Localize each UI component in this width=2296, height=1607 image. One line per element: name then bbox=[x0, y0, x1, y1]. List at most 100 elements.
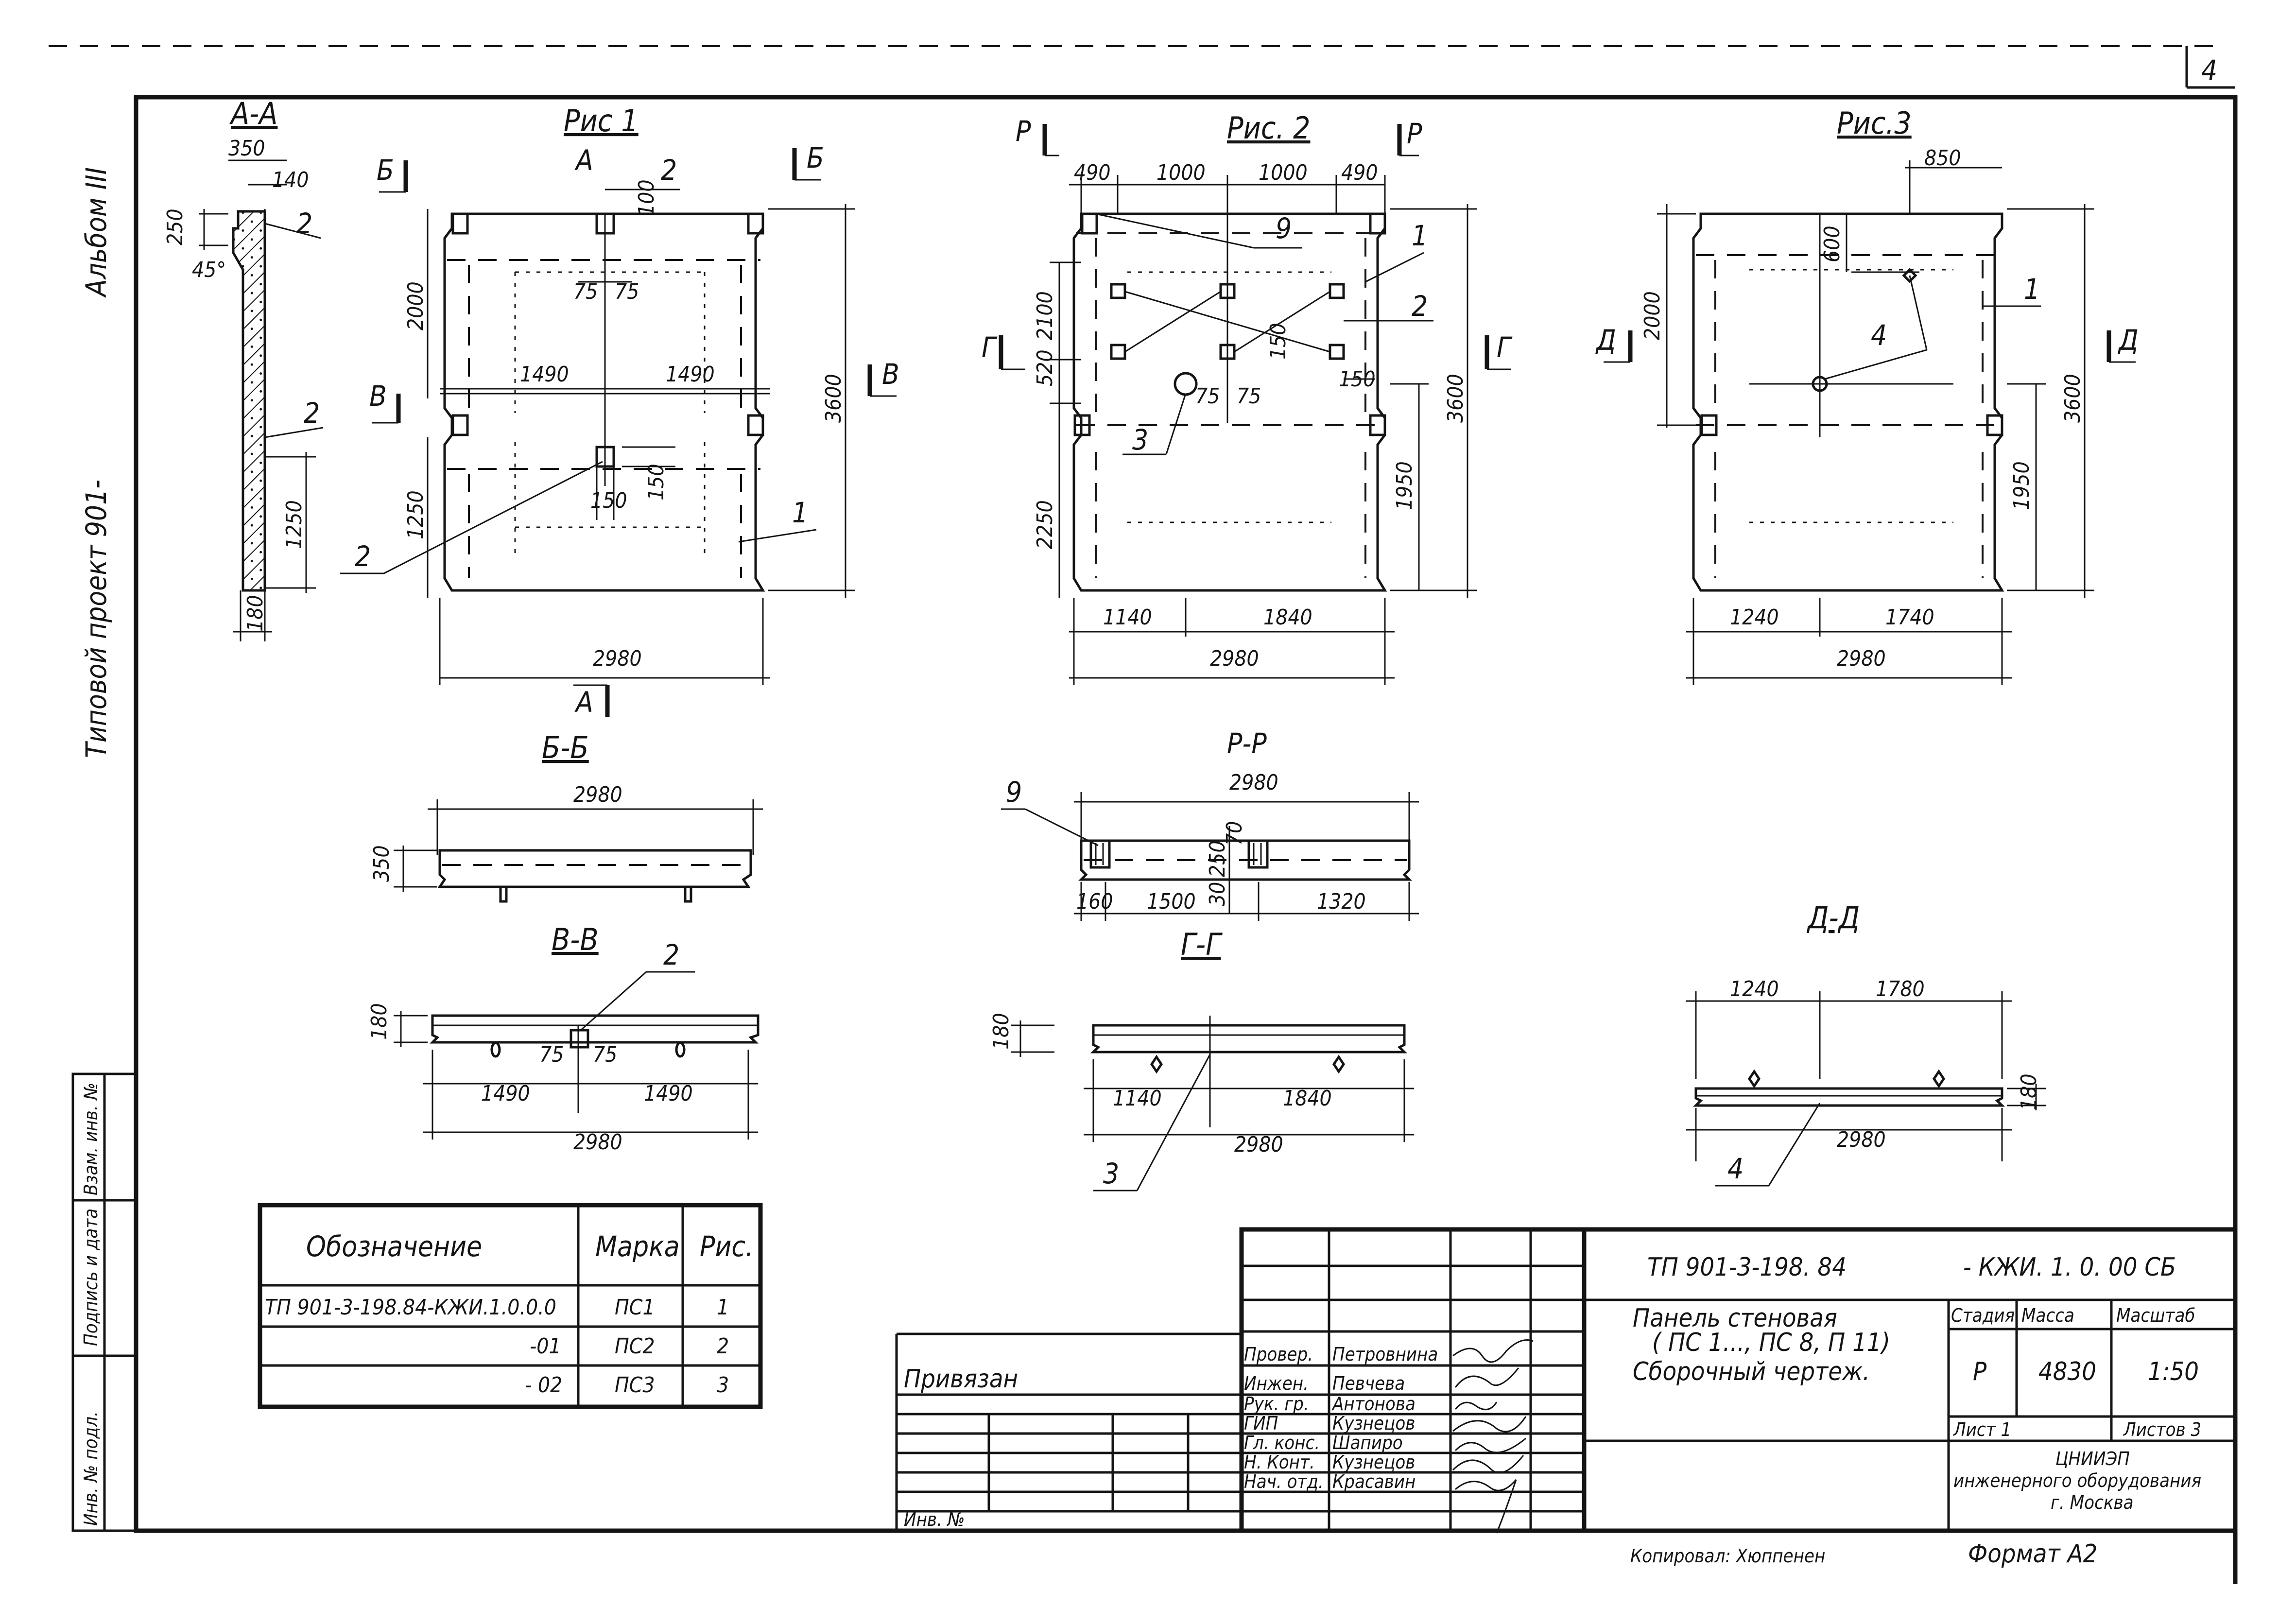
stamp-replaced: Взам. инв. № bbox=[80, 1083, 102, 1195]
fig2-callout-1: 1 bbox=[1412, 219, 1428, 252]
dd-dim-1240: 1240 bbox=[1730, 977, 1779, 1002]
fig2-dim-1000b: 1000 bbox=[1259, 160, 1308, 185]
pp-dim-250: 250 bbox=[1205, 840, 1230, 877]
spec-row2-fig: 2 bbox=[717, 1334, 729, 1359]
fig2-dim-520: 520 bbox=[1033, 349, 1057, 386]
bb-dim-2980: 2980 bbox=[573, 782, 622, 807]
tb-mass: 4830 bbox=[2038, 1357, 2096, 1386]
tb-role-3: Рук. гр. bbox=[1244, 1393, 1309, 1415]
tb-sheet: Лист 1 bbox=[1953, 1419, 2011, 1440]
section-gg: Г-Г 180 1140 1840 2980 3 bbox=[989, 927, 1414, 1192]
aa-callout-2a: 2 bbox=[296, 207, 312, 240]
spec-row2-designation: -01 bbox=[530, 1334, 561, 1359]
vv-dim-75a: 75 bbox=[539, 1042, 564, 1067]
fig2-dim-2250: 2250 bbox=[1033, 500, 1057, 549]
tb-name-line1: Панель стеновая bbox=[1633, 1304, 1837, 1333]
fig1-cut-v-left: В bbox=[369, 380, 387, 413]
vv-dim-180: 180 bbox=[367, 1003, 392, 1040]
fig2-dim-2980: 2980 bbox=[1210, 646, 1259, 671]
bb-dim-350: 350 bbox=[369, 845, 394, 882]
fig3-dim-2980: 2980 bbox=[1837, 646, 1886, 671]
dd-dim-1780: 1780 bbox=[1876, 977, 1925, 1002]
fig2-dim-1140: 1140 bbox=[1103, 605, 1152, 630]
fig1-dim-1490a: 1490 bbox=[520, 362, 569, 387]
fig3-dim-600: 600 bbox=[1820, 225, 1845, 262]
fig2-callout-2: 2 bbox=[1412, 290, 1428, 323]
spec-row1-designation: ТП 901-3-198.84-КЖИ.1.0.0.0 bbox=[265, 1295, 556, 1320]
figure-3: Рис.3 850 600 2000 3600 1950 bbox=[1595, 105, 2139, 685]
fig3-cut-d-left: Д bbox=[1595, 324, 1616, 357]
pp-dim-70: 70 bbox=[1222, 821, 1247, 846]
tb-mass-label: Масса bbox=[2021, 1305, 2074, 1326]
fig2-dim-3600: 3600 bbox=[1443, 374, 1468, 423]
tb-role-4: ГИП bbox=[1244, 1413, 1278, 1434]
tb-role-2: Инжен. bbox=[1244, 1373, 1309, 1394]
tb-name-6: Кузнецов bbox=[1332, 1451, 1415, 1473]
stamp-inv: Инв. № подл. bbox=[80, 1411, 102, 1526]
tb-stage-label: Стадия bbox=[1951, 1305, 2015, 1326]
fig3-dim-1240: 1240 bbox=[1730, 605, 1779, 630]
fig3-dim-850: 850 bbox=[1924, 146, 1961, 171]
spec-row1-fig: 1 bbox=[717, 1295, 729, 1320]
tb-role-5: Гл. конс. bbox=[1244, 1432, 1320, 1453]
tb-name-2: Певчева bbox=[1332, 1373, 1405, 1394]
pp-dim-30: 30 bbox=[1205, 882, 1230, 906]
section-pp: Р-Р 2980 9 160 1500 1320 250 70 30 bbox=[1001, 727, 1419, 921]
tb-role-7: Нач. отд. bbox=[1244, 1471, 1324, 1492]
sheet-frame: 4 bbox=[49, 45, 2238, 1584]
fig2-callout-9: 9 bbox=[1276, 212, 1292, 245]
tb-name-line2: ( ПС 1..., ПС 8, П 11) bbox=[1652, 1328, 1890, 1357]
tb-name-line3: Сборочный чертеж. bbox=[1633, 1357, 1870, 1386]
pp-dim-160: 160 bbox=[1076, 889, 1113, 914]
fig2-callout-3: 3 bbox=[1132, 423, 1148, 456]
spec-row3-fig: 3 bbox=[717, 1373, 729, 1398]
fig1-dim-1490b: 1490 bbox=[666, 362, 715, 387]
section-pp-title: Р-Р bbox=[1227, 727, 1267, 760]
aa-dim-180: 180 bbox=[243, 595, 268, 632]
section-bb-title: Б-Б bbox=[542, 730, 589, 765]
fig1-cut-a: А bbox=[574, 686, 593, 719]
section-vv-title: В-В bbox=[552, 922, 599, 957]
stamp-signature: Подпись и дата bbox=[80, 1209, 102, 1346]
page-number: 4 bbox=[2201, 54, 2217, 87]
tb-format: Формат А2 bbox=[1968, 1539, 2097, 1569]
gg-callout-3: 3 bbox=[1103, 1157, 1119, 1190]
dd-dim-180: 180 bbox=[2017, 1073, 2041, 1110]
fig1-dim-height: 3600 bbox=[821, 374, 846, 423]
spec-row1-mark: ПС1 bbox=[615, 1295, 655, 1320]
fig1-dim-150h: 150 bbox=[590, 488, 627, 513]
fig3-callout-4: 4 bbox=[1871, 319, 1887, 352]
fig2-cut-g-right: Г bbox=[1497, 331, 1513, 364]
tb-doc-code-suffix: - КЖИ. 1. 0. 00 СБ bbox=[1963, 1253, 2176, 1282]
tb-scale-label: Масштаб bbox=[2116, 1305, 2195, 1326]
pp-callout-9: 9 bbox=[1006, 776, 1022, 809]
title-block: Привязан Инв. № Провер. Инжен. Рук. гр. … bbox=[895, 1227, 2238, 1569]
section-bb: Б-Б 2980 350 bbox=[369, 730, 763, 903]
section-aa: А-А 350 140 250 45° 1250 180 2 2 bbox=[163, 96, 324, 641]
fig1-cut-b-left: Б bbox=[377, 154, 394, 187]
fig2-dim-1840: 1840 bbox=[1263, 605, 1312, 630]
fig1-callout-1: 1 bbox=[792, 496, 808, 529]
vv-dim-1490a: 1490 bbox=[481, 1081, 530, 1106]
tb-scale: 1:50 bbox=[2148, 1357, 2199, 1386]
vv-dim-75b: 75 bbox=[593, 1042, 617, 1067]
fig2-dim-150h: 150 bbox=[1339, 367, 1376, 392]
fig2-dim-1000a: 1000 bbox=[1157, 160, 1206, 185]
fig1-callout-2-bottom: 2 bbox=[355, 540, 371, 573]
section-gg-title: Г-Г bbox=[1181, 927, 1223, 962]
fig1-title: Рис 1 bbox=[564, 103, 639, 138]
fig1-dim-width: 2980 bbox=[593, 646, 642, 671]
spec-header-fig: Рис. bbox=[700, 1230, 754, 1263]
fig2-dim-2100: 2100 bbox=[1033, 291, 1057, 340]
section-dd: Д-Д 1240 1780 180 2980 4 bbox=[1686, 900, 2046, 1187]
tb-name-7: Красавин bbox=[1332, 1471, 1416, 1492]
tb-name-5: Шапиро bbox=[1332, 1432, 1403, 1453]
tb-role-6: Н. Конт. bbox=[1244, 1451, 1315, 1473]
fig1-section-mark: А bbox=[574, 144, 593, 177]
tb-sheets: Листов 3 bbox=[2123, 1419, 2201, 1440]
fig1-cut-v-right: В bbox=[882, 358, 899, 391]
aa-dim-350: 350 bbox=[228, 136, 265, 161]
fig2-cut-p-left: Р bbox=[1016, 115, 1031, 148]
tb-inv-label: Инв. № bbox=[904, 1509, 965, 1530]
